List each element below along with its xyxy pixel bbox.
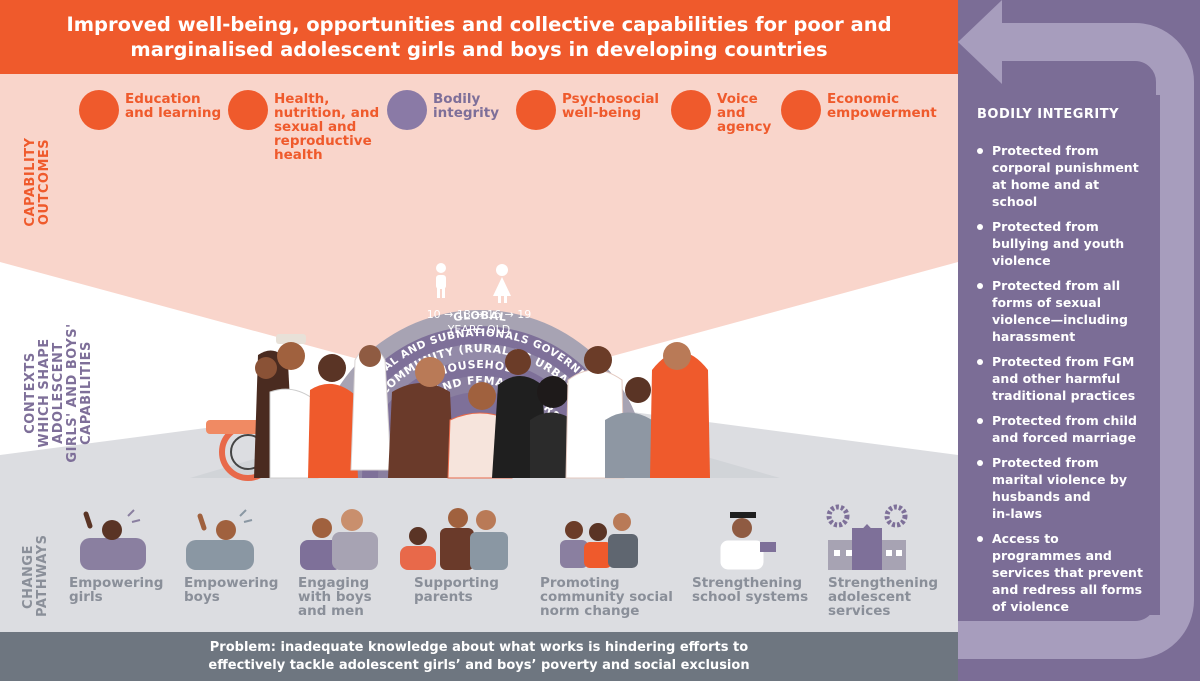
ages-caption: YEARS OLD (447, 323, 511, 336)
side-label-capability-outcomes: CAPABILITY OUTCOMES (23, 137, 52, 227)
side-label-change-pathways: CHANGE PATHWAYS (21, 534, 50, 617)
pathway-illustrations (80, 504, 908, 571)
list-item: Protected from bullying and youth violen… (977, 218, 1152, 269)
girl-figure-icon (493, 264, 511, 303)
head-mind-icon-circle (516, 90, 556, 130)
pathway-adolescent-services: Strengthening adolescent services (828, 575, 938, 619)
panel-title: BODILY INTEGRITY (977, 107, 1120, 122)
outcome-health: Health, nutrition, and sexual and reprod… (228, 90, 379, 162)
pathway-school-systems: Strengthening school systems (692, 575, 809, 605)
pathway-empowering-boys: Empowering boys (184, 575, 279, 605)
list-item: Protected from child and forced marriage (977, 412, 1152, 446)
list-item: Access to programmes and services that p… (977, 530, 1152, 615)
community-icon (560, 513, 638, 568)
pathway-engaging-boys-men: Engaging with boys and men (298, 575, 372, 619)
pathway-community-norms: Promoting community social norm change (540, 575, 673, 619)
handshake-icon-circle (387, 90, 427, 130)
ring-label-global: GLOBAL (453, 309, 508, 324)
pathway-empowering-girls: Empowering girls (69, 575, 164, 605)
medical-cross-icon-circle (228, 90, 268, 130)
outcome-economic: Economic empowerment (781, 90, 937, 130)
side-label-contexts: CONTEXTS WHICH SHAPE ADOLESCENT GIRLS' A… (23, 323, 94, 463)
list-item: Protected from corporal punishment at ho… (977, 142, 1152, 210)
child-figure-icon (436, 263, 446, 298)
outcome-bodily-integrity: Bodily integrity (387, 90, 499, 130)
problem-bar-bg (0, 632, 958, 681)
services-building-icon (826, 504, 908, 570)
empowering-girls-icon (80, 509, 146, 570)
list-item: Protected from marital violence by husba… (977, 454, 1152, 522)
goal-banner: Improved well-being, opportunities and c… (0, 0, 958, 74)
ages-sequence: 10 → 13 → 16 → 19 (427, 308, 532, 321)
feedback-arrow-head (958, 0, 1002, 84)
panel-inner (960, 95, 1160, 615)
book-heart-icon-circle (79, 90, 119, 130)
goal-title-line-2: marginalised adolescent girls and boys i… (130, 38, 828, 61)
outcome-education: Education and learning (79, 90, 221, 130)
banner-bg (0, 0, 958, 74)
pathway-supporting-parents: Supporting parents (414, 575, 499, 605)
money-icon-circle (781, 90, 821, 130)
problem-statement: Problem: inadequate knowledge about what… (208, 639, 750, 673)
goal-title-line-1: Improved well-being, opportunities and c… (66, 13, 892, 36)
outcome-voice-agency: Voice and agency (671, 90, 771, 134)
list-item: Protected from FGM and other harmful tra… (977, 353, 1152, 404)
list-item: Protected from all forms of sexual viole… (977, 277, 1152, 345)
capability-band (0, 74, 958, 392)
feedback-arrow-body (958, 23, 1194, 659)
bodily-integrity-list: Protected from corporal punishment at ho… (977, 142, 1152, 623)
outcome-psychosocial: Psychosocial well-being (516, 90, 659, 130)
parents-icon (400, 508, 508, 570)
speech-bubble-icon-circle (671, 90, 711, 130)
pathways-band (0, 392, 958, 632)
school-icon (719, 512, 776, 571)
boys-and-men-icon (300, 509, 378, 570)
adolescents-crowd-illustration (206, 334, 710, 481)
empowering-boys-icon (186, 509, 254, 570)
